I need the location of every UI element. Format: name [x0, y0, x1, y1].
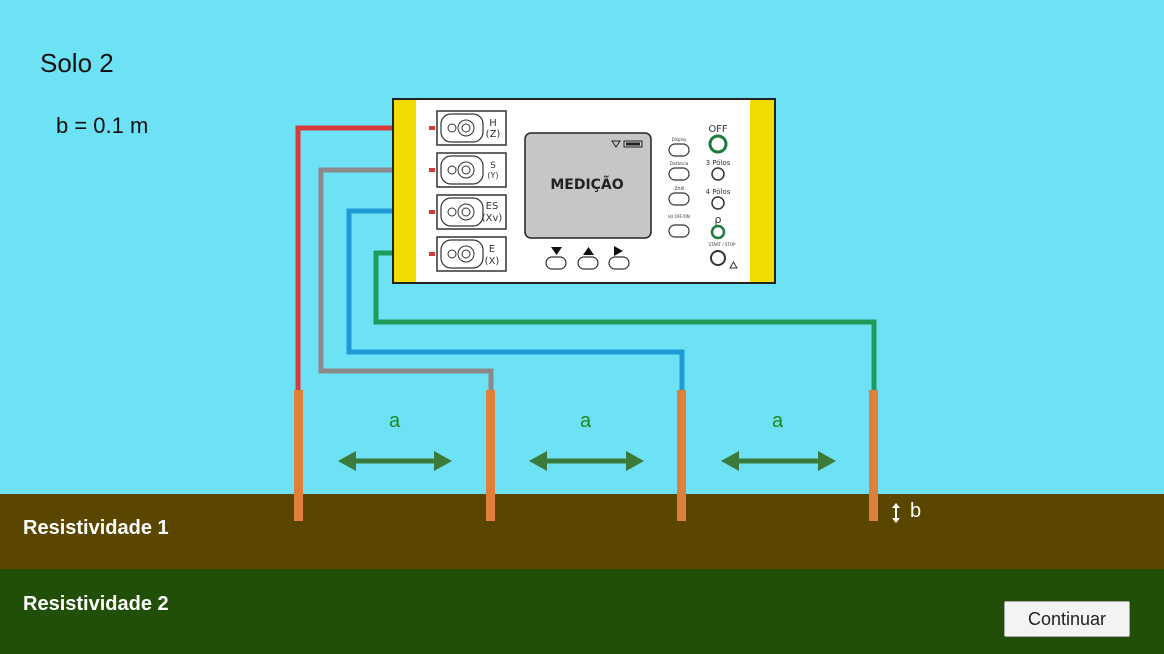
soil-layer-2	[0, 569, 1164, 654]
rho-button[interactable]	[710, 224, 726, 240]
layer-2-label: Resistividade 2	[23, 593, 169, 615]
meter-display	[524, 132, 652, 239]
terminal-h-sub: (Z)	[486, 129, 501, 140]
depth-label: b	[910, 500, 922, 522]
three-poles-label: 3 Pólos	[706, 159, 731, 167]
b-value-text: b = 0.1 m	[56, 113, 149, 138]
down-arrow-icon	[551, 247, 562, 255]
spacing-label-3: a	[772, 410, 784, 432]
wire-h	[295, 125, 432, 392]
terminal-es[interactable]	[429, 194, 507, 230]
start-stop-button[interactable]	[710, 250, 726, 266]
four-poles-button[interactable]	[711, 196, 725, 210]
terminal-es-sub: (Xv)	[482, 213, 503, 224]
spacing-arrow-2	[529, 451, 644, 471]
second-button[interactable]	[668, 192, 690, 206]
layer-1-label: Resistividade 1	[23, 517, 169, 539]
terminal-s-sub: (Y)	[487, 171, 498, 180]
terminal-e-name: E	[489, 244, 495, 255]
start-stop-label: START / STOP	[709, 242, 736, 247]
right-arrow-icon	[614, 246, 623, 256]
distance-button-label: Distância	[670, 161, 689, 166]
electrode-1[interactable]	[294, 390, 303, 521]
meter-side-left	[394, 100, 416, 282]
hz-button[interactable]	[668, 224, 690, 238]
battery-icon	[623, 140, 643, 148]
off-label: OFF	[708, 124, 728, 135]
terminal-es-name: ES	[486, 201, 499, 212]
meter-side-right	[750, 100, 774, 282]
display-button-label: Display	[672, 137, 687, 142]
three-poles-button[interactable]	[711, 167, 725, 181]
depth-arrow-icon	[892, 503, 900, 523]
electrode-3[interactable]	[677, 390, 686, 521]
terminal-s[interactable]	[429, 152, 507, 188]
hz-button-label: Hz OFF/ON	[668, 214, 690, 219]
second-button-label: 2nd	[674, 186, 684, 192]
right-key-button[interactable]	[608, 256, 630, 270]
up-arrow-icon	[583, 247, 594, 255]
electrode-4[interactable]	[869, 390, 878, 521]
terminal-h[interactable]	[429, 110, 507, 146]
warning-icon	[729, 261, 738, 269]
terminal-h-name: H	[489, 118, 497, 129]
signal-icon	[611, 140, 621, 148]
terminal-s-name: S	[490, 161, 496, 171]
electrode-2[interactable]	[486, 390, 495, 521]
soil-layer-1	[0, 494, 1164, 569]
display-text: MEDIÇÃO	[550, 176, 623, 193]
wire-s	[318, 167, 494, 392]
four-poles-label: 4 Pólos	[706, 188, 731, 196]
terminal-e-sub: (X)	[485, 256, 500, 267]
down-key-button[interactable]	[545, 256, 567, 270]
rho-label: ρ	[715, 213, 722, 226]
spacing-arrow-1	[338, 451, 452, 471]
distance-button[interactable]	[668, 167, 690, 181]
spacing-label-2: a	[580, 410, 592, 432]
up-key-button[interactable]	[577, 256, 599, 270]
terminal-e[interactable]	[429, 236, 507, 272]
page-title: Solo 2	[40, 48, 114, 78]
spacing-arrow-3	[721, 451, 836, 471]
wire-es	[346, 208, 685, 392]
continue-button[interactable]: Continuar	[1004, 601, 1130, 637]
off-mode-button[interactable]	[708, 134, 728, 154]
earth-tester-device: H (Z) S (Y) ES (Xv) E (X) MEDIÇÃO Displa…	[392, 98, 776, 284]
spacing-label-1: a	[389, 410, 401, 432]
display-button[interactable]	[668, 143, 690, 157]
